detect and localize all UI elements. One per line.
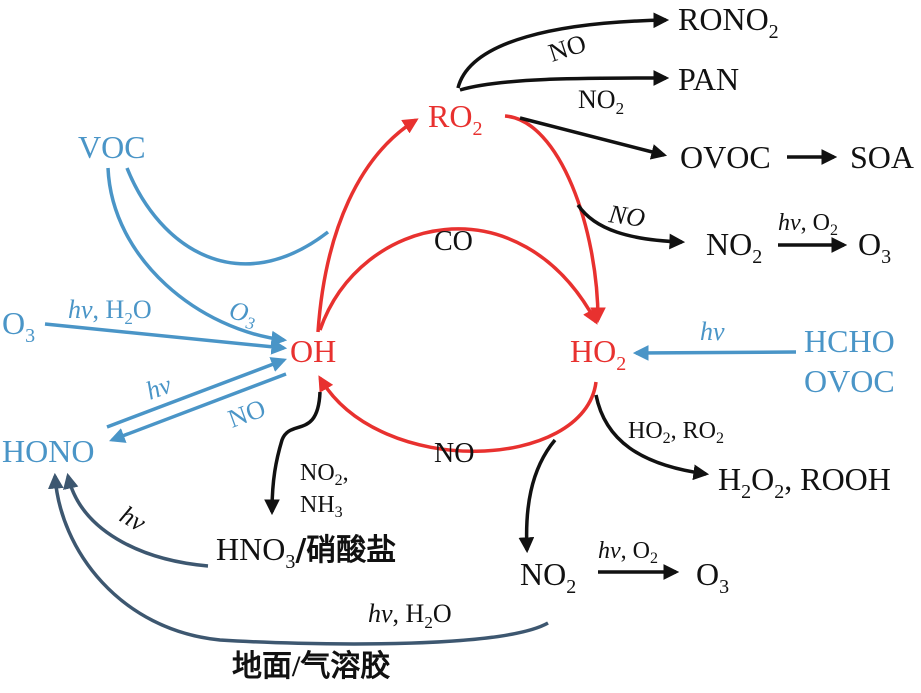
node-hno3-nitrate: HNO3/硝酸盐 bbox=[216, 531, 396, 573]
node-h2o2-rooh: H2O2, ROOH bbox=[718, 461, 891, 503]
label-ho2-to-oh: NO bbox=[434, 438, 474, 469]
label-voc-o3: O3 bbox=[226, 296, 260, 334]
arrow-o3-to-oh bbox=[44, 322, 288, 355]
arrow-surface-to-hono bbox=[48, 472, 549, 646]
node-o3-left: O3 bbox=[2, 305, 35, 347]
label-hcho-to-ho2: hv bbox=[700, 317, 725, 346]
node-pan: PAN bbox=[678, 61, 739, 97]
arrow-ho2-to-no2 bbox=[518, 438, 557, 554]
arrow-ro2-to-ho2 bbox=[504, 114, 606, 324]
node-ovoc-product: OVOC bbox=[680, 139, 771, 175]
arrow-co-oh-to-ho2 bbox=[318, 227, 598, 331]
label-oh-to-hno3-no2: NO2, bbox=[300, 460, 349, 489]
label-ro2-no-rono2: NO bbox=[545, 29, 590, 68]
label-oh-to-hono: NO bbox=[224, 394, 269, 434]
arrow-voc-to-ro2 bbox=[125, 167, 330, 266]
arrow-oh-to-ro2 bbox=[316, 118, 419, 333]
node-ovoc-source: OVOC bbox=[804, 363, 895, 399]
arrow-oh-to-hno3 bbox=[264, 391, 322, 516]
arrow-hcho-to-ho2 bbox=[632, 345, 797, 361]
node-oh: OH bbox=[290, 333, 336, 369]
label-ro2-no2-pan: NO2 bbox=[578, 85, 624, 118]
node-no2-top: NO2 bbox=[706, 226, 762, 268]
arrow-ro2-to-pan bbox=[459, 70, 670, 92]
node-hono: HONO bbox=[2, 433, 94, 469]
label-hono-to-oh: hv bbox=[142, 370, 175, 406]
label-surface-to-hono: hv, H2O bbox=[368, 599, 452, 632]
arrow-ho2-to-h2o2 bbox=[594, 394, 710, 481]
label-o3-to-oh: hv, H2O bbox=[68, 295, 152, 328]
label-ro2-no-no2: NO bbox=[606, 199, 647, 233]
label-no2-o3-top: hv, O2 bbox=[778, 210, 838, 239]
node-voc: VOC bbox=[78, 129, 146, 165]
node-soa: SOA bbox=[850, 139, 914, 175]
label-co: CO bbox=[434, 226, 473, 257]
node-ho2: HO2 bbox=[570, 333, 626, 375]
arrow-oh-to-hono bbox=[109, 372, 287, 443]
node-hcho: HCHO bbox=[804, 323, 895, 359]
node-ro2: RO2 bbox=[428, 98, 482, 140]
label-oh-to-hno3-nh3: NH3 bbox=[300, 492, 343, 521]
label-no2-o3-bottom: hv, O2 bbox=[598, 538, 658, 567]
arrow-ho2-to-oh bbox=[318, 375, 598, 453]
node-surface-aerosol: 地面/气溶胶 bbox=[232, 649, 390, 683]
arrow-voc-o3-to-oh bbox=[106, 167, 288, 347]
node-o3-top: O3 bbox=[858, 226, 891, 268]
node-no2-bottom: NO2 bbox=[520, 556, 576, 598]
arrow-ro2-to-ovoc bbox=[519, 116, 668, 160]
label-hno3-to-hono: hv bbox=[115, 500, 151, 538]
arrow-ro2-to-no2 bbox=[576, 203, 686, 250]
node-rono2: RONO2 bbox=[678, 1, 779, 43]
arrow-hono-to-oh bbox=[106, 357, 287, 429]
node-o3-bottom: O3 bbox=[696, 556, 729, 598]
arrow-ro2-to-rono2 bbox=[456, 12, 670, 89]
arrow-hno3-to-hono bbox=[63, 472, 209, 568]
label-ho2-to-h2o2: HO2, RO2 bbox=[628, 418, 724, 447]
